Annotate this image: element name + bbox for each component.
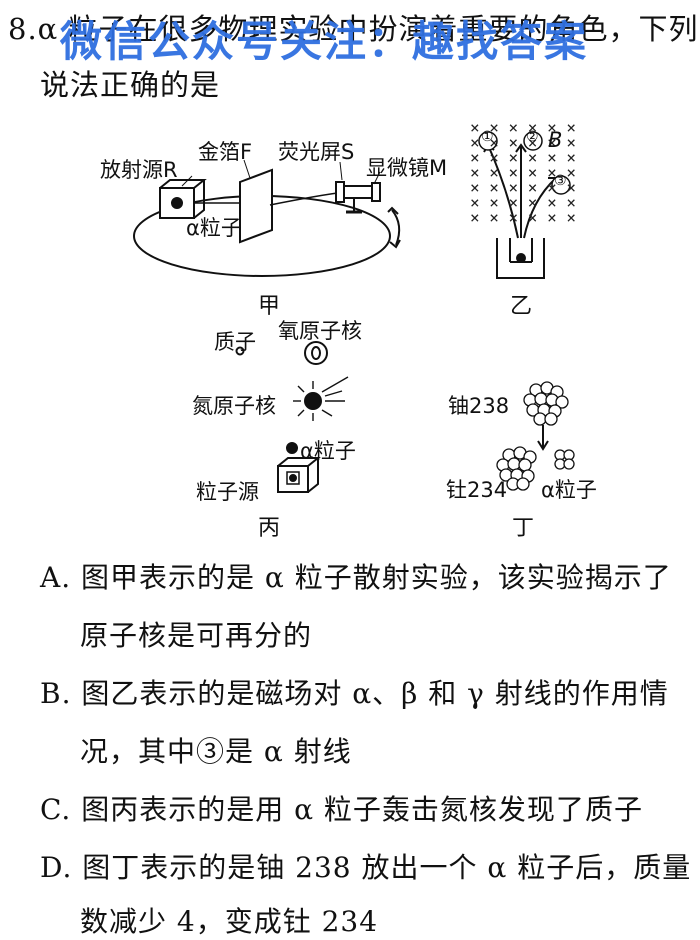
caption-yi: 乙 xyxy=(510,294,533,319)
caption-bing: 丙 xyxy=(258,516,281,541)
label-track-2: ② xyxy=(526,129,539,145)
question-stem-line2: 说法正确的是 xyxy=(40,68,221,102)
figure-jia-drawing xyxy=(133,159,401,277)
label-microscope: 显微镜M xyxy=(366,156,448,180)
label-thorium-234: 钍234 xyxy=(446,478,508,502)
label-oxygen-nucleus: 氧原子核 xyxy=(278,319,362,343)
figure-bing-drawing xyxy=(235,341,349,493)
label-nitrogen-nucleus: 氮原子核 xyxy=(192,394,276,418)
uranium-nucleus-balls xyxy=(523,381,569,426)
microscope-tube xyxy=(343,185,373,199)
label-track-3: ③ xyxy=(554,173,567,189)
thorium-nucleus-balls xyxy=(496,446,537,491)
magnetic-field-crosses: × × × × × × × × × × × × × × × × × × × × … xyxy=(470,118,576,227)
figure-yi-drawing xyxy=(478,131,571,279)
label-particle-source: 粒子源 xyxy=(196,480,259,504)
label-uranium-238: 铀238 xyxy=(448,394,510,418)
label-fluorescent-screen: 荧光屏S xyxy=(278,140,355,164)
option-a-line2: 原子核是可再分的 xyxy=(80,619,313,652)
option-d-line1: D. 图丁表示的是铀 238 放出一个 α 粒子后，质量 xyxy=(40,851,692,884)
option-d-line2: 数减少 4，变成钍 234 xyxy=(80,905,379,938)
label-alpha-particle-ding: α粒子 xyxy=(541,478,597,502)
option-b-line1: B. 图乙表示的是磁场对 α、β 和 γ 射线的作用情 xyxy=(40,677,669,710)
question-stem-text: α 粒子在很多物理实验中扮演着重要的角色，下列 xyxy=(37,12,699,46)
alpha-particle-balls xyxy=(554,449,575,470)
lead-box xyxy=(496,238,545,279)
label-alpha-particle-jia: α粒子 xyxy=(186,216,242,240)
label-track-1: ① xyxy=(481,129,494,145)
caption-ding: 丁 xyxy=(512,516,535,541)
fluorescent-screen xyxy=(335,181,345,203)
option-c-line1: C. 图丙表示的是用 α 粒子轰击氮核发现了质子 xyxy=(40,793,643,826)
alpha-dot xyxy=(286,442,298,454)
source-hole xyxy=(171,197,183,209)
option-a-line1: A. 图甲表示的是 α 粒子散射实验，该实验揭示了 xyxy=(40,561,672,594)
question-number: 8. xyxy=(8,12,38,46)
proton-dot xyxy=(235,346,245,356)
question-stem-line1: 8.α 粒子在很多物理实验中扮演着重要的角色，下列 xyxy=(8,6,698,48)
caption-jia: 甲 xyxy=(258,294,281,319)
oxygen-nucleus xyxy=(304,341,328,365)
watermark-text: 微信公众号关注：趣找答案 xyxy=(60,17,589,66)
figure-ding-drawing xyxy=(496,381,575,491)
option-b-line2: 况，其中③是 α 射线 xyxy=(80,735,352,768)
label-alpha-particle-bing: α粒子 xyxy=(300,439,356,463)
label-field-B: B xyxy=(548,128,563,152)
label-gold-foil: 金箔F xyxy=(198,140,253,164)
gold-foil xyxy=(239,168,273,244)
nitrogen-nucleus xyxy=(304,392,322,410)
label-proton: 质子 xyxy=(214,330,256,354)
label-radiation-source: 放射源R xyxy=(100,158,178,182)
track-1 xyxy=(487,144,519,239)
